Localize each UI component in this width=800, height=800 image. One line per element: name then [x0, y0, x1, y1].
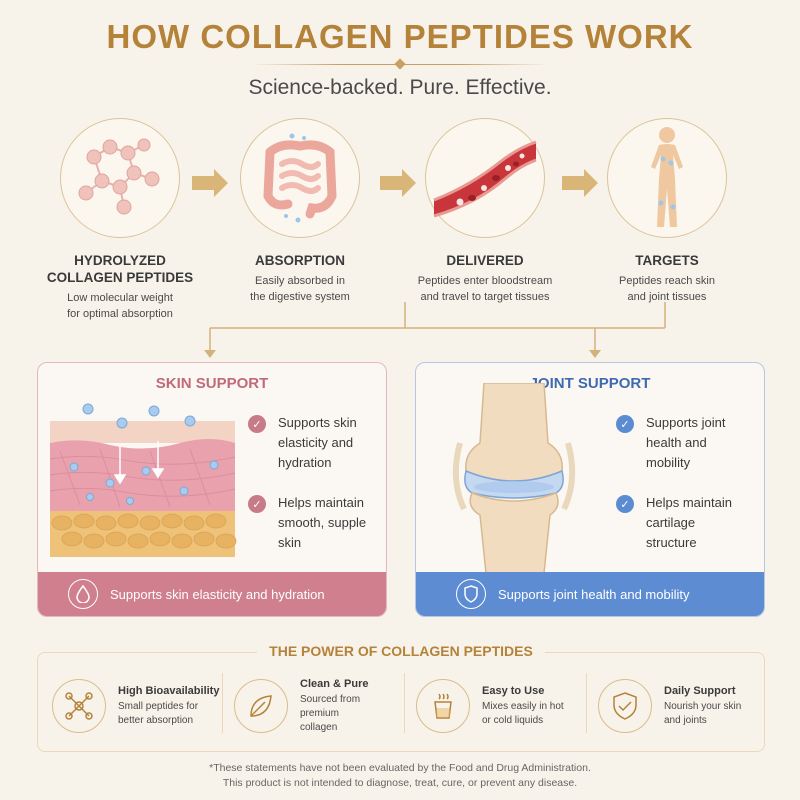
water-drop-icon	[68, 579, 98, 609]
feature-divider	[404, 673, 405, 733]
step-circle	[425, 118, 545, 238]
step-circle	[607, 118, 727, 238]
molecule-icon	[78, 138, 160, 215]
arrow-right-icon	[192, 169, 228, 197]
check-icon: ✓	[616, 415, 634, 433]
fda-disclaimer: *These statements have not been evaluate…	[209, 762, 591, 789]
power-of-collagen-box: THE POWER OF COLLAGEN PEPTIDES High Bioa…	[37, 643, 768, 752]
joint-support-title: JOINT SUPPORT	[529, 375, 651, 392]
step-title: TARGETS	[635, 253, 699, 268]
skin-support-title: SKIN SUPPORT	[155, 375, 269, 392]
flow-connector	[204, 302, 666, 358]
knee-joint-illustration	[452, 383, 576, 573]
leaf-icon	[234, 679, 288, 733]
check-icon: ✓	[248, 415, 266, 433]
shield-check-icon	[598, 679, 652, 733]
feature-divider	[222, 673, 223, 733]
skin-support-panel: SKIN SUPPORT	[37, 362, 387, 617]
network-icon	[52, 679, 106, 733]
page-title: HOW COLLAGEN PEPTIDES WORK	[106, 18, 694, 55]
arrow-right-icon	[562, 169, 598, 197]
step-circle	[240, 118, 360, 238]
intestine-icon	[263, 133, 337, 223]
joint-footer-text: Supports joint health and mobility	[498, 586, 690, 602]
step-title: DELIVERED	[446, 253, 524, 268]
body-icon	[651, 127, 683, 227]
page-subtitle: Science-backed. Pure. Effective.	[248, 76, 552, 99]
arrow-right-icon	[380, 169, 416, 197]
step-title: ABSORPTION	[254, 253, 345, 268]
skin-layers-illustration	[50, 403, 237, 557]
joint-support-footer: Supports joint health and mobility	[416, 572, 764, 616]
feature-divider	[586, 673, 587, 733]
check-icon: ✓	[616, 495, 634, 513]
blood-vessel-icon	[433, 140, 537, 218]
skin-support-footer: Supports skin elasticity and hydration	[38, 572, 386, 616]
title-divider-diamond	[394, 58, 406, 70]
cup-icon	[416, 679, 470, 733]
skin-footer-text: Supports skin elasticity and hydration	[110, 586, 325, 602]
shield-joint-icon	[456, 579, 486, 609]
power-title: THE POWER OF COLLAGEN PEPTIDES	[38, 643, 764, 661]
step-circle	[60, 118, 180, 238]
check-icon: ✓	[248, 495, 266, 513]
